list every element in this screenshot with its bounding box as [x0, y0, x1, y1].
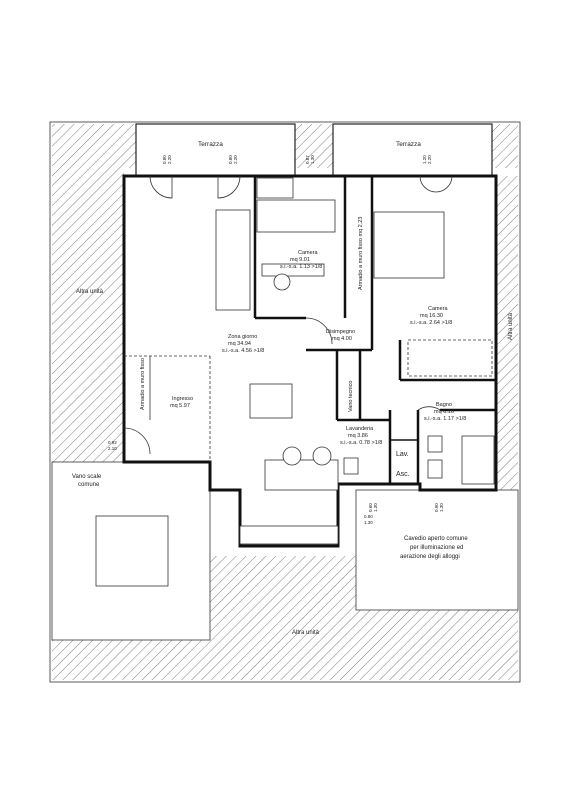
dim-w4-b: 2.20 — [427, 155, 432, 164]
label-disimpegno-name: Disimpegno — [326, 329, 355, 335]
label-altra-unita-left: Altra unità — [76, 289, 104, 295]
label-bagno-ratio: s.i.-s.a. 1.17 >1/8 — [424, 416, 466, 422]
toilet — [427, 459, 443, 479]
label-camera-large-ratio: s.i.-s.a. 2.64 >1/8 — [410, 320, 452, 326]
label-camera-large-name: Camera — [428, 306, 449, 312]
label-ingresso-name: Ingresso — [172, 396, 193, 402]
label-asc: Asc. — [396, 471, 410, 478]
hatch-top-left — [52, 124, 136, 168]
label-lavanderia-name: Lavanderia — [346, 426, 374, 432]
dim-w1-a: 0.80 — [162, 155, 167, 164]
label-armadio-ingresso: Armadio a muro fisso — [140, 358, 146, 410]
wardrobe-large — [407, 339, 493, 377]
label-lavanderia-area: mq 3.86 — [348, 433, 368, 439]
label-altra-unita-bottom: Altra unità — [292, 630, 320, 636]
dim-bath-a: 0.90 — [434, 503, 439, 512]
label-cavedio-2: per illuminazione ed — [410, 545, 463, 551]
sofa — [215, 209, 251, 311]
label-cavedio-1: Cavedio aperto comune — [404, 536, 468, 542]
label-cavedio-3: aerazione degli alloggi — [400, 554, 460, 560]
door-terrace-right — [419, 175, 453, 193]
kitchen-counter — [239, 525, 339, 545]
label-terrace-right: Terrazza — [396, 141, 421, 148]
door-bath — [417, 406, 441, 411]
dim-door-entry-a: 0.92 — [108, 440, 117, 445]
stool-1 — [282, 446, 302, 466]
dim-w4-a: 1.20 — [422, 155, 427, 164]
label-bagno-name: Bagno — [436, 402, 452, 408]
terrace-right — [332, 123, 493, 177]
label-altra-unita-right: Altra unità — [508, 312, 514, 340]
hatch-bottom — [52, 556, 518, 680]
bed-small — [256, 199, 336, 233]
door-entry — [123, 427, 151, 455]
dim-w2-b: 2.20 — [233, 155, 238, 164]
dim-door-entry-b: 2.10 — [108, 446, 117, 451]
chair — [273, 273, 291, 291]
label-lav: Lav. — [396, 451, 409, 458]
dim-w2-a: 0.80 — [228, 155, 233, 164]
wardrobe-small — [256, 177, 294, 199]
door-terrace-left-1 — [149, 175, 173, 199]
dim-w3-b: 1.30 — [310, 155, 315, 164]
hatch-right — [496, 176, 518, 500]
label-camera-large-area: mq 16.30 — [420, 313, 443, 319]
washer — [343, 457, 359, 475]
bathtub — [461, 435, 495, 485]
label-disimpegno-area: mq 4.00 — [332, 336, 352, 342]
stool-2 — [312, 446, 332, 466]
cavedio-frame — [355, 489, 519, 611]
labels: Terrazza Terrazza Camera mq 9.01 s.i.-s.… — [72, 141, 514, 636]
label-bagno-area: mq 6.16 — [434, 409, 454, 415]
label-camera-small-name: Camera — [298, 250, 319, 256]
label-lavanderia-ratio: s.i.-s.a. 0.78 >1/8 — [340, 440, 382, 446]
dim-lav2-b: 1.30 — [364, 520, 373, 525]
dim-bath-b: 1.30 — [439, 503, 444, 512]
label-vano-scale-2: comune — [78, 482, 100, 488]
door-terrace-left-2 — [217, 175, 241, 199]
desk — [261, 263, 325, 277]
door-camera — [305, 317, 333, 345]
dining-table — [249, 383, 293, 419]
dim-lav2-a: 0.80 — [364, 514, 373, 519]
sink-bath — [427, 435, 443, 453]
label-armadio-camera: Armadio a muro fisso mq 2.23 — [358, 217, 364, 290]
label-zona-giorno-name: Zona giorno — [228, 334, 257, 340]
stair-well — [95, 515, 169, 587]
label-ingresso-area: mq 5.97 — [170, 403, 190, 409]
label-zona-giorno-ratio: s.i.-s.a. 4.56 >1/8 — [222, 348, 264, 354]
label-zona-giorno-area: mq 34.94 — [228, 341, 251, 347]
bed-large — [373, 211, 445, 279]
kitchen-island — [264, 459, 339, 491]
label-camera-small-ratio: s.i.-s.a. 1.13 >1/8 — [280, 264, 322, 270]
label-terrace-left: Terrazza — [198, 141, 223, 148]
dim-lav-a: 0.60 — [368, 503, 373, 512]
label-camera-small-area: mq 9.01 — [290, 257, 310, 263]
dim-w1-b: 2.20 — [167, 155, 172, 164]
terrace-left — [135, 123, 296, 177]
label-vano-tecnico: Vano tecnico — [348, 381, 354, 412]
label-vano-scale-1: Vano scale — [72, 474, 102, 480]
hatch-left — [52, 168, 124, 462]
drawing-frame — [49, 121, 521, 683]
hatch-top-right — [492, 124, 518, 168]
dim-w3-a: 0.87 — [305, 155, 310, 164]
dim-lav-b: 1.30 — [373, 503, 378, 512]
hatch-top-mid — [295, 124, 333, 168]
